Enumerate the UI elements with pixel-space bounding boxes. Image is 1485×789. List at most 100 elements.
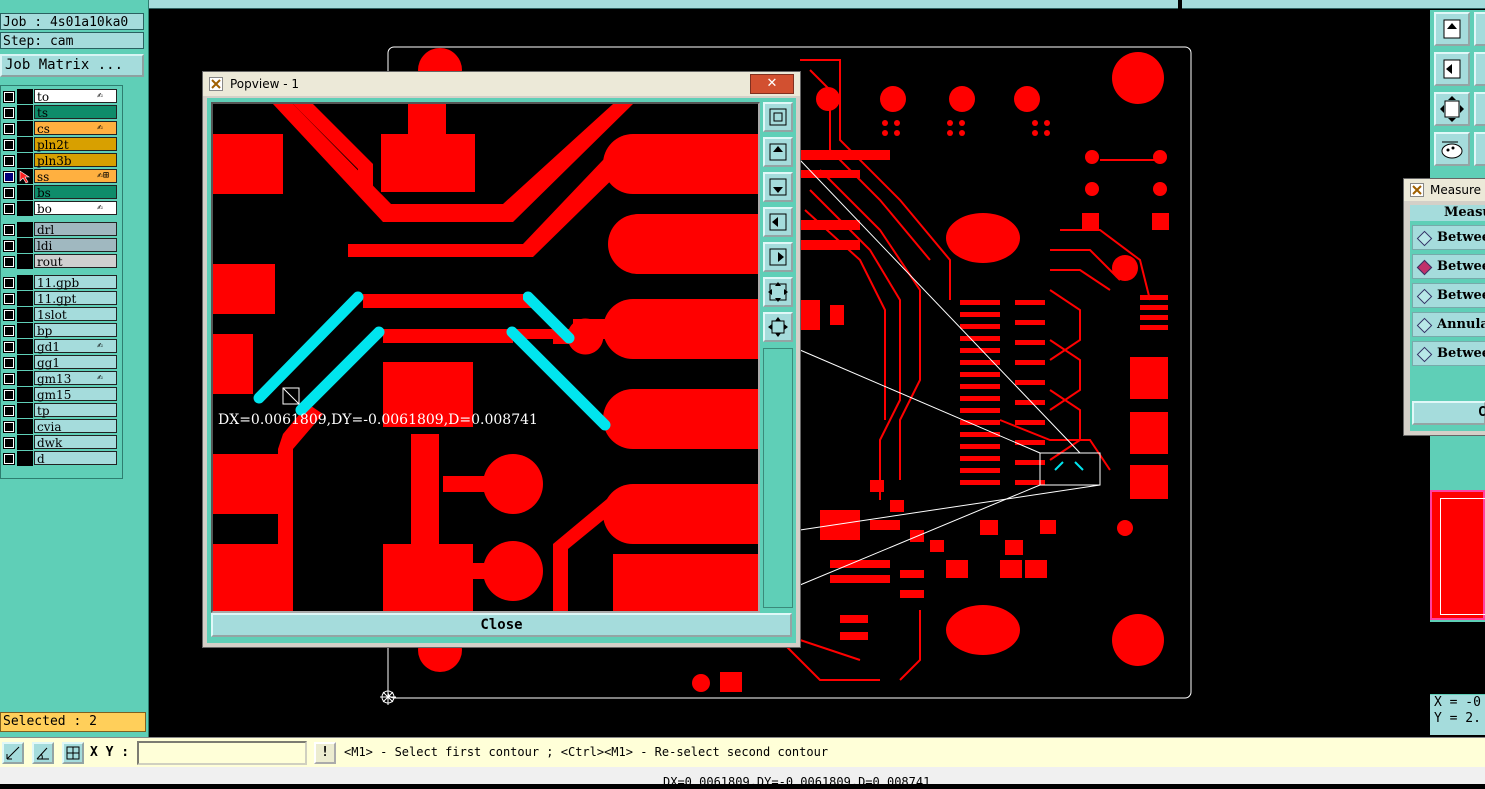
layer-row[interactable]: bo✍ xyxy=(1,201,121,216)
layer-checkbox[interactable] xyxy=(4,108,14,118)
layer-state-cell[interactable] xyxy=(17,185,33,200)
layer-name[interactable]: ss xyxy=(34,169,117,184)
zoom-out-button[interactable] xyxy=(763,277,793,307)
layer-checkbox[interactable] xyxy=(4,172,14,182)
layer-state-cell[interactable] xyxy=(17,371,33,386)
layer-state-cell[interactable] xyxy=(17,254,33,269)
layer-state-cell[interactable] xyxy=(17,419,33,434)
grid-snap-icon[interactable] xyxy=(62,742,84,764)
layer-name[interactable]: drl xyxy=(34,222,117,237)
layer-name[interactable]: rout xyxy=(34,254,117,269)
layer-state-cell[interactable] xyxy=(17,403,33,418)
layer-name[interactable]: cvia xyxy=(34,419,117,434)
layer-state-cell[interactable] xyxy=(17,137,33,152)
layer-name[interactable]: gm13 xyxy=(34,371,117,386)
layer-checkbox[interactable] xyxy=(4,241,14,251)
measure-option[interactable]: Betwee xyxy=(1412,341,1485,366)
radio-diamond-icon[interactable] xyxy=(1416,317,1433,334)
exclamation-button[interactable]: ! xyxy=(314,742,336,764)
layer-row[interactable]: pln2t xyxy=(1,137,121,152)
radio-diamond-icon[interactable] xyxy=(1416,346,1433,363)
layer-checkbox[interactable] xyxy=(4,390,14,400)
popview-close-icon[interactable]: ✕ xyxy=(750,74,794,94)
layer-state-cell[interactable] xyxy=(17,355,33,370)
layer-state-cell[interactable] xyxy=(17,291,33,306)
toolbar-button-1[interactable] xyxy=(1474,12,1485,46)
zoom-in-button[interactable] xyxy=(763,312,793,342)
pan-up-icon[interactable] xyxy=(1434,12,1470,46)
layer-name[interactable]: cs xyxy=(34,121,117,136)
layer-state-cell[interactable] xyxy=(17,323,33,338)
radio-diamond-icon[interactable] xyxy=(1416,259,1433,276)
measure-option[interactable]: Annula xyxy=(1412,312,1485,337)
layer-checkbox[interactable] xyxy=(4,326,14,336)
layer-name[interactable]: bp xyxy=(34,323,117,338)
layer-checkbox[interactable] xyxy=(4,225,14,235)
layer-name[interactable]: gg1 xyxy=(34,355,117,370)
pan-up-button[interactable] xyxy=(763,137,793,167)
layer-state-cell[interactable] xyxy=(17,89,33,104)
layer-state-cell[interactable] xyxy=(17,201,33,216)
layer-state-cell[interactable] xyxy=(17,238,33,253)
layer-state-cell[interactable] xyxy=(17,153,33,168)
measure-close-button[interactable]: C xyxy=(1412,401,1485,425)
layer-state-cell[interactable] xyxy=(17,105,33,120)
layer-row[interactable]: cs✍ xyxy=(1,121,121,136)
layer-name[interactable]: bs xyxy=(34,185,117,200)
toolbar-button-2[interactable] xyxy=(1474,52,1485,86)
layer-row[interactable]: bp xyxy=(1,323,121,338)
layer-row[interactable]: pln3b xyxy=(1,153,121,168)
layer-checkbox[interactable] xyxy=(4,358,14,368)
job-matrix-button[interactable]: Job Matrix ... xyxy=(0,54,144,77)
layer-name[interactable]: ldi xyxy=(34,238,117,253)
layer-name[interactable]: pln3b xyxy=(34,153,117,168)
zoom-fit-icon[interactable] xyxy=(1434,92,1470,126)
layer-name[interactable]: bo xyxy=(34,201,117,216)
layer-state-cell[interactable] xyxy=(17,435,33,450)
layer-row[interactable]: ts xyxy=(1,105,121,120)
layer-checkbox[interactable] xyxy=(4,406,14,416)
toolbar-button-4[interactable] xyxy=(1474,132,1485,166)
layer-state-cell[interactable] xyxy=(17,339,33,354)
layer-state-cell[interactable] xyxy=(17,387,33,402)
overview-map[interactable] xyxy=(1430,490,1485,620)
popview-close-button[interactable]: Close xyxy=(211,613,792,637)
toolbar-button-3[interactable] xyxy=(1474,92,1485,126)
layer-row[interactable]: rout xyxy=(1,254,121,269)
layer-checkbox[interactable] xyxy=(4,422,14,432)
layer-row[interactable]: ss✍⊞ xyxy=(1,169,121,184)
measure-tool-icon[interactable] xyxy=(2,742,24,764)
layer-checkbox[interactable] xyxy=(4,310,14,320)
layer-checkbox[interactable] xyxy=(4,438,14,448)
layer-row[interactable]: 1slot xyxy=(1,307,121,322)
layer-row[interactable]: cvia xyxy=(1,419,121,434)
layer-row[interactable]: 11.gpt xyxy=(1,291,121,306)
layer-name[interactable]: ts xyxy=(34,105,117,120)
layer-checkbox[interactable] xyxy=(4,454,14,464)
pan-left-button[interactable] xyxy=(763,207,793,237)
work-layer-pointer-icon[interactable] xyxy=(17,169,33,184)
layer-row[interactable]: to✍ xyxy=(1,89,121,104)
popview-canvas[interactable]: DX=0.0061809,DY=-0.0061809,D=0.008741 xyxy=(211,102,760,613)
measure-option[interactable]: Betwee xyxy=(1412,254,1485,279)
layer-state-cell[interactable] xyxy=(17,222,33,237)
layer-row[interactable]: gm15 xyxy=(1,387,121,402)
layer-name[interactable]: 11.gpt xyxy=(34,291,117,306)
layer-checkbox[interactable] xyxy=(4,156,14,166)
layer-row[interactable]: gm13✍ xyxy=(1,371,121,386)
layer-state-cell[interactable] xyxy=(17,307,33,322)
layer-row[interactable]: gd1✍ xyxy=(1,339,121,354)
xy-input[interactable] xyxy=(137,741,307,765)
layer-name[interactable]: 11.gpb xyxy=(34,275,117,290)
layer-checkbox[interactable] xyxy=(4,188,14,198)
layer-row[interactable]: d xyxy=(1,451,121,466)
layer-checkbox[interactable] xyxy=(4,140,14,150)
layer-row[interactable]: 11.gpb xyxy=(1,275,121,290)
layer-checkbox[interactable] xyxy=(4,294,14,304)
zoom-fit-button[interactable] xyxy=(763,102,793,132)
layer-name[interactable]: tp xyxy=(34,403,117,418)
layer-checkbox[interactable] xyxy=(4,92,14,102)
layer-row[interactable]: ldi xyxy=(1,238,121,253)
layer-state-cell[interactable] xyxy=(17,451,33,466)
radio-diamond-icon[interactable] xyxy=(1416,288,1433,305)
